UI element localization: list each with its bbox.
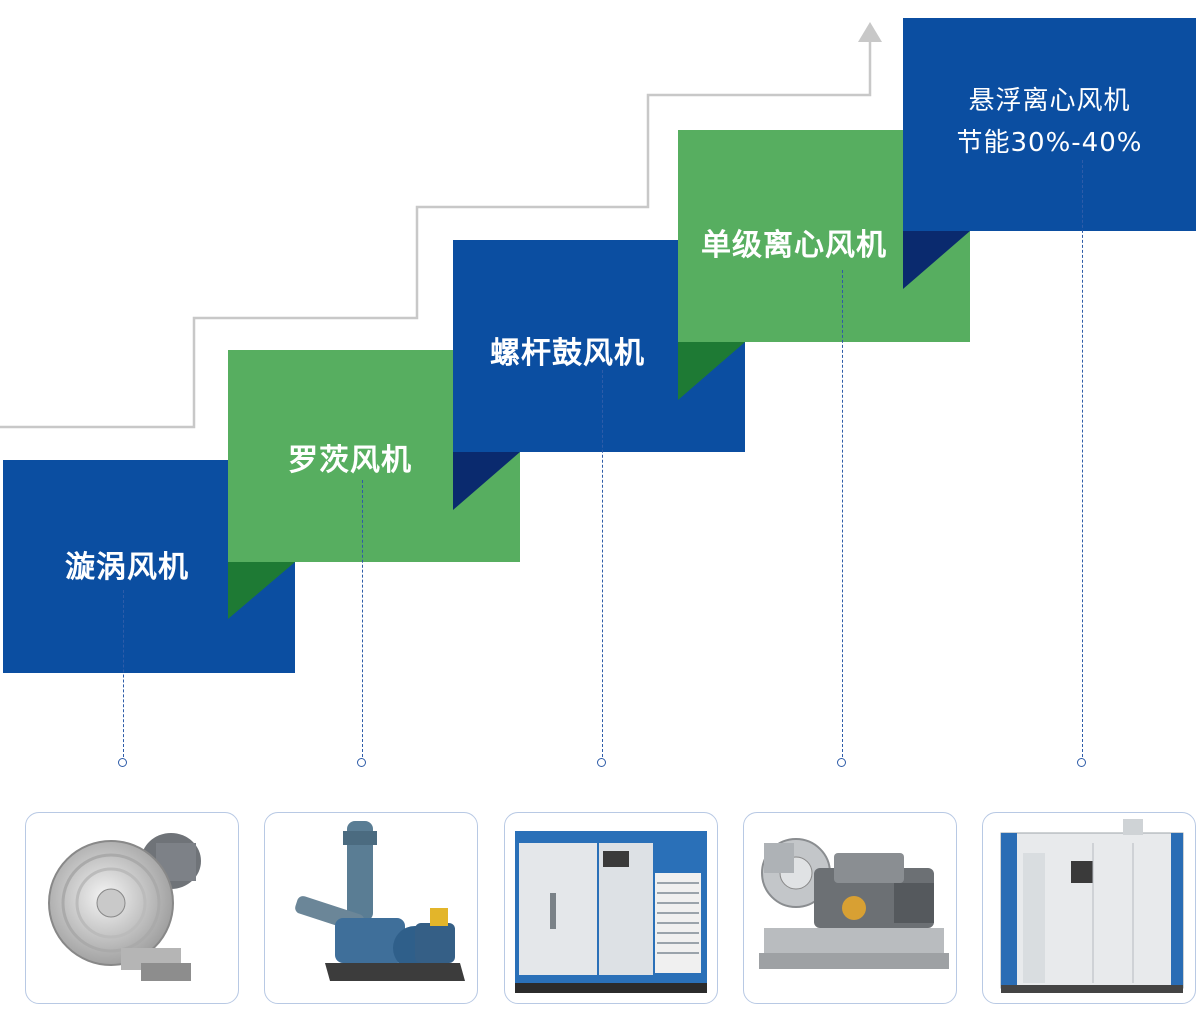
- arrow-head-icon: [858, 22, 882, 42]
- step-label: 悬浮离心风机: [968, 86, 1131, 116]
- centrifugal-blower-icon: [759, 838, 949, 969]
- product-card-centrifugal-blower: [743, 812, 957, 1004]
- vortex-blower-icon: [48, 833, 201, 981]
- connector-line: [362, 480, 363, 757]
- connector-dot: [1077, 758, 1086, 767]
- product-card-roots-blower: [264, 812, 478, 1004]
- step-fold-shadow: [228, 562, 295, 619]
- step-label: 罗茨风机: [288, 443, 412, 478]
- step-label: 螺杆鼓风机: [490, 336, 645, 371]
- connector-dot: [597, 758, 606, 767]
- step-fold-shadow: [903, 231, 970, 289]
- connector-line: [842, 270, 843, 757]
- step-fold-shadow: [678, 342, 745, 400]
- step-levitation-blower: 悬浮离心风机 节能30%-40%: [903, 18, 1196, 231]
- step-centrifugal-blower: 单级离心风机: [678, 130, 970, 342]
- connector-line: [602, 370, 603, 757]
- product-card-screw-blower: [504, 812, 718, 1004]
- screw-blower-icon: [515, 831, 707, 993]
- connector-dot: [118, 758, 127, 767]
- step-sublabel: 节能30%-40%: [956, 128, 1143, 158]
- levitation-blower-icon: [1000, 819, 1184, 993]
- product-card-vortex-blower: [25, 812, 239, 1004]
- step-label: 单级离心风机: [701, 228, 887, 263]
- connector-line: [123, 590, 124, 757]
- connector-dot: [357, 758, 366, 767]
- roots-blower-icon: [295, 821, 465, 981]
- connector-dot: [837, 758, 846, 767]
- step-fold-shadow: [453, 452, 520, 510]
- connector-line: [1082, 160, 1083, 757]
- step-label: 漩涡风机: [65, 550, 189, 585]
- product-card-levitation-blower: [982, 812, 1196, 1004]
